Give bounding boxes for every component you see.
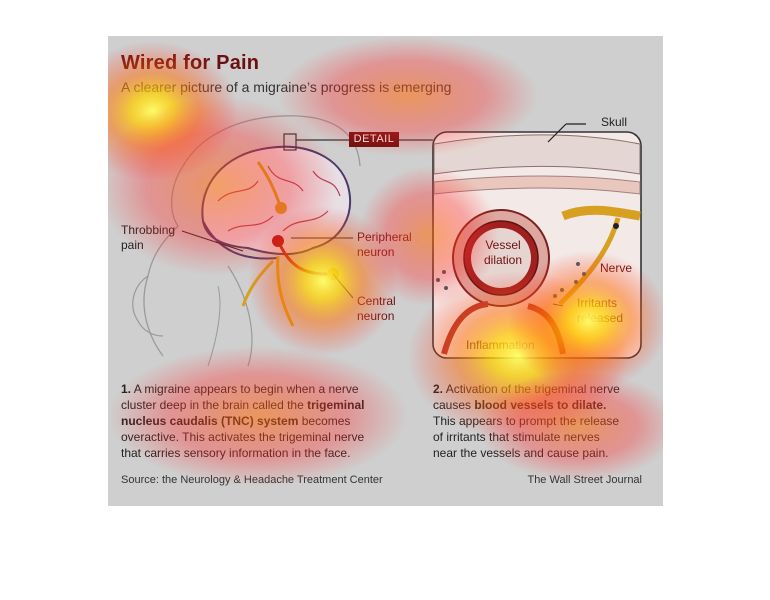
irritants-released-line-2: released [577, 311, 624, 325]
step-one-emphasis-1: trigeminal [307, 398, 365, 412]
step-one-number: 1. [121, 382, 132, 396]
vessel-dilation-line-2: dilation [484, 253, 523, 267]
throbbing-pain-line-2: pain [121, 238, 144, 252]
throbbing-pain-line-1: Throbbing [121, 223, 176, 237]
subtitle: A clearer picture of a migraine’s progre… [121, 79, 452, 95]
peripheral-neuron-label: Peripheral neuron [357, 230, 412, 260]
infographic-panel: Wired for Pain A clearer picture of a mi… [108, 36, 663, 506]
step-one-line-1: A migraine appears to begin when a nerve [133, 382, 359, 396]
step-one-line-3: becomes [298, 414, 351, 428]
throbbing-pain-label: Throbbing pain [121, 223, 175, 253]
peripheral-neuron-line-2: neuron [357, 245, 395, 259]
skull-label: Skull [601, 115, 628, 129]
irritants-released-line-1: Irritants [577, 296, 618, 310]
title: Wired for Pain [121, 52, 260, 74]
central-neuron-line-2: neuron [357, 309, 395, 323]
step-two-line-5: near the vessels and cause pain. [433, 446, 609, 460]
vessel-dilation-line-1: Vessel [485, 238, 521, 252]
step-two-line-1: Activation of the trigeminal nerve [445, 382, 620, 396]
central-neuron-line-1: Central [357, 294, 396, 308]
step-two-number: 2. [433, 382, 444, 396]
step-one-emphasis-2: nucleus caudalis (TNC) system [121, 414, 299, 428]
step-two-line-3: This appears to prompt the release [433, 414, 620, 428]
irritants-released-label: Irritants released [577, 296, 623, 326]
source-note: Source: the Neurology & Headache Treatme… [121, 474, 383, 486]
credit-note: The Wall Street Journal [527, 474, 642, 486]
step-two-text: 2. Activation of the trigeminal nerve ca… [433, 381, 653, 461]
vessel-dilation-label: Vessel dilation [484, 238, 522, 268]
step-one-line-2: cluster deep in the brain called the [121, 398, 308, 412]
step-one-line-4: overactive. This activates the trigemina… [121, 430, 365, 444]
inflammation-label: Inflammation [466, 338, 535, 352]
peripheral-neuron-line-1: Peripheral [357, 230, 412, 244]
step-one-line-5: that carries sensory information in the … [121, 446, 351, 460]
step-one-text: 1. A migraine appears to begin when a ne… [121, 381, 391, 461]
central-neuron-label: Central neuron [357, 294, 396, 324]
step-two-emphasis: blood vessels to dilate. [474, 398, 607, 412]
step-two-line-4: of irritants that stimulate nerves [433, 430, 600, 444]
detail-tag: DETAIL [349, 132, 399, 147]
nerve-label: Nerve [600, 261, 633, 275]
step-two-line-2: causes [433, 398, 475, 412]
